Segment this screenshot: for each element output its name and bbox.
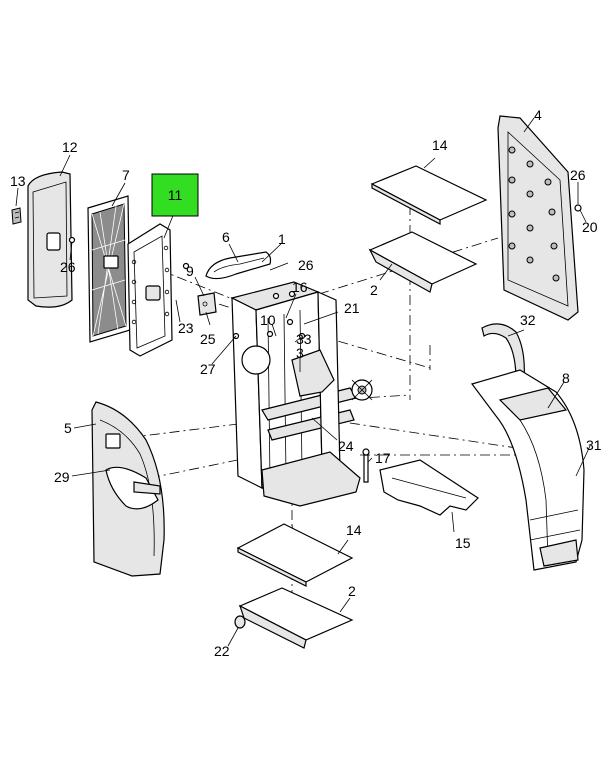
callout-labels: 13 12 7 26 6 1 26 9 25 23 27 10 16 21 33…	[10, 107, 602, 659]
callout-2-upper: 2	[370, 282, 378, 298]
part-8-rear-shell	[471, 369, 585, 571]
part-11-trim-panel	[127, 223, 173, 357]
callout-1: 1	[278, 231, 286, 247]
callout-9: 9	[186, 263, 194, 279]
callout-24: 24	[338, 438, 354, 454]
callout-16: 16	[292, 279, 308, 295]
callout-13: 13	[10, 173, 26, 189]
callout-12: 12	[62, 139, 78, 155]
part-3-mechanism	[291, 349, 373, 401]
part-1-main-frame	[230, 281, 361, 507]
part-12-door-panel	[27, 171, 73, 308]
callout-31: 31	[586, 437, 602, 453]
callout-26-center: 26	[298, 257, 314, 273]
part-4-side-panel	[497, 115, 582, 321]
part-14-lower-cushion	[236, 523, 354, 587]
callout-8: 8	[562, 370, 570, 386]
part-17-bolt	[362, 448, 370, 483]
callout-6: 6	[222, 229, 230, 245]
callout-29: 29	[54, 469, 70, 485]
callout-14-lower: 14	[346, 522, 362, 538]
callout-2-lower: 2	[348, 583, 356, 599]
leader-lines	[15, 117, 591, 647]
callout-15: 15	[455, 535, 471, 551]
callout-5: 5	[64, 420, 72, 436]
highlight-box[interactable]	[151, 173, 199, 217]
part-5-side-trim	[91, 401, 165, 577]
callout-20: 20	[582, 219, 598, 235]
callout-3: 3	[296, 345, 304, 361]
part-2-upper-seat-pan	[368, 231, 478, 293]
callout-11[interactable]: 11	[168, 187, 183, 203]
part-9-bracket	[197, 292, 217, 316]
fastener-points	[68, 236, 306, 340]
callout-33: 33	[296, 331, 312, 347]
callout-4: 4	[534, 107, 542, 123]
callout-7: 7	[122, 167, 130, 183]
callout-26-right: 26	[570, 167, 586, 183]
callout-21: 21	[344, 300, 360, 316]
callout-27: 27	[200, 361, 216, 377]
callout-22: 22	[214, 643, 230, 659]
callout-25: 25	[200, 331, 216, 347]
part-15-floor-mat	[379, 459, 479, 516]
callout-17: 17	[375, 450, 391, 466]
callout-14-upper: 14	[432, 137, 448, 153]
part-7-lattice-panel	[87, 195, 131, 343]
callout-23: 23	[178, 320, 194, 336]
callout-10: 10	[260, 312, 276, 328]
part-2-lower-seat-pan	[238, 587, 354, 649]
part-22-foot	[234, 615, 246, 629]
part-14-upper-cushion	[370, 165, 488, 225]
callout-11-highlight[interactable]: 11	[151, 173, 199, 217]
callout-32: 32	[520, 312, 536, 328]
part-13-hinge	[11, 207, 22, 225]
part-6-handle	[205, 251, 272, 280]
callout-26-left: 26	[60, 259, 76, 275]
